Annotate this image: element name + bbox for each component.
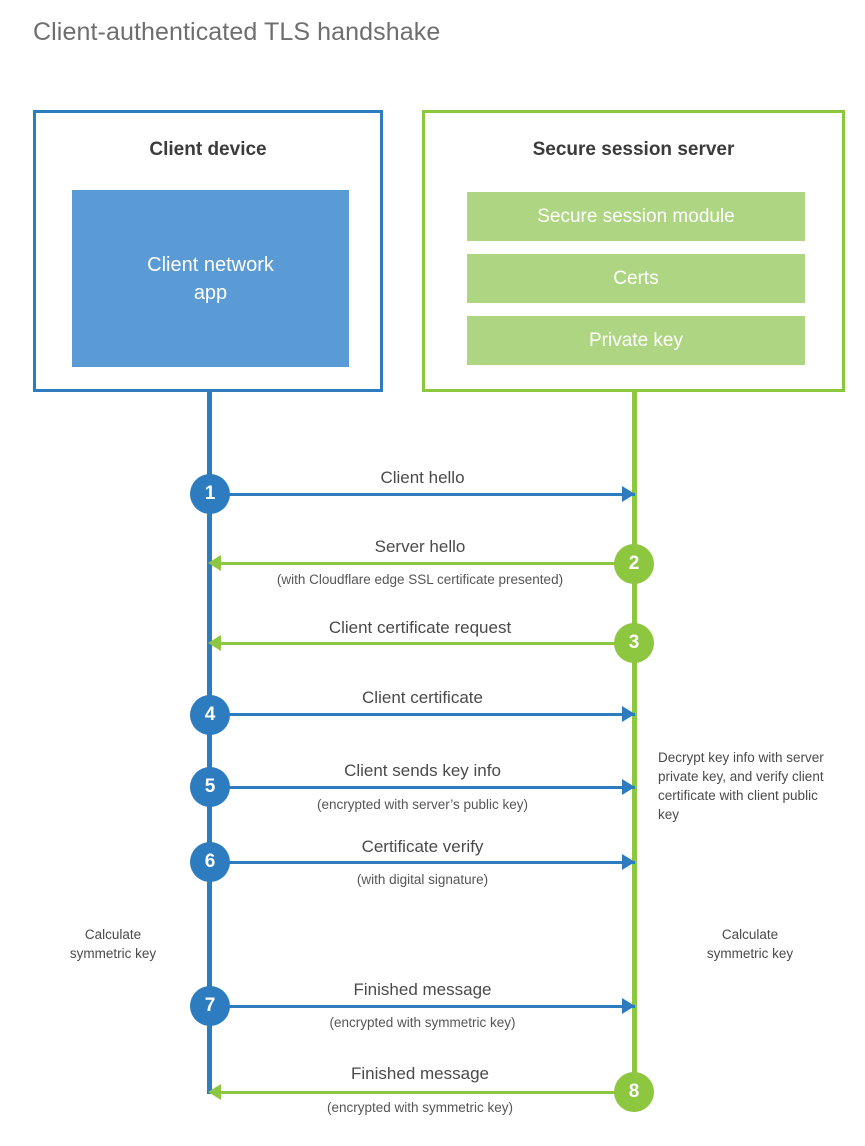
arrow-sublabel-step-5: (encrypted with server’s public key) [316, 797, 529, 812]
step-circle-6[interactable]: 6 [190, 842, 230, 882]
secure-session-server-box: Secure session server Secure session mod… [422, 110, 845, 392]
arrow-label-step-8: Finished message [351, 1064, 489, 1083]
arrow-line-step-3 [215, 642, 635, 645]
page-title: Client-authenticated TLS handshake [33, 18, 441, 46]
secure-session-server-title: Secure session server [532, 139, 735, 160]
arrow-label-step-4: Client certificate [362, 688, 483, 707]
arrow-head-step-4 [622, 706, 635, 722]
step-circle-7[interactable]: 7 [190, 986, 230, 1026]
arrow-line-step-4 [210, 713, 635, 716]
arrow-label-step-1: Client hello [380, 468, 465, 487]
step-circle-2[interactable]: 2 [614, 544, 654, 584]
server-lifeline [632, 392, 637, 1094]
arrow-sublabel-step-6: (with digital signature) [356, 872, 489, 887]
arrow-sublabel-step-7: (encrypted with symmetric key) [329, 1015, 516, 1030]
arrow-head-step-6 [622, 854, 635, 870]
step-circle-1[interactable]: 1 [190, 474, 230, 514]
arrow-line-step-1 [210, 493, 635, 496]
arrow-head-step-3 [208, 635, 221, 651]
step-circle-8[interactable]: 8 [614, 1072, 654, 1112]
client-device-title: Client device [149, 139, 267, 160]
arrow-line-step-5 [210, 786, 635, 789]
client-lifeline [207, 392, 212, 1094]
step-circle-4[interactable]: 4 [190, 695, 230, 735]
server-component-private-key: Private key [467, 316, 805, 365]
server-calculate-symmetric-key-note: Calculate symmetric key [706, 927, 794, 961]
server-component-secure-session-module: Secure session module [467, 192, 805, 241]
arrow-head-step-7 [622, 998, 635, 1014]
arrow-label-step-7: Finished message [353, 980, 492, 999]
arrow-line-step-8 [215, 1091, 635, 1094]
arrow-head-step-5 [622, 779, 635, 795]
arrow-sublabel-step-2: (with Cloudflare edge SSL certificate pr… [276, 572, 564, 587]
arrow-line-step-7 [210, 1005, 635, 1008]
server-decrypt-note: Decrypt key info with server private key… [658, 750, 824, 822]
arrow-label-step-2: Server hello [374, 537, 466, 556]
step-circle-3[interactable]: 3 [614, 623, 654, 663]
client-calculate-symmetric-key-note: Calculate symmetric key [69, 927, 157, 961]
arrow-head-step-8 [208, 1084, 221, 1100]
client-network-app-label: Client network app [147, 253, 274, 304]
client-device-box: Client device Client network app [33, 110, 383, 392]
arrow-line-step-2 [215, 562, 635, 565]
arrow-label-step-3: Client certificate request [328, 618, 512, 637]
arrow-sublabel-step-8: (encrypted with symmetric key) [326, 1100, 514, 1115]
server-component-certs: Certs [467, 254, 805, 303]
arrow-line-step-6 [210, 861, 635, 864]
arrow-label-step-6: Certificate verify [361, 837, 484, 856]
arrow-head-step-1 [622, 486, 635, 502]
arrow-head-step-2 [208, 555, 221, 571]
step-circle-5[interactable]: 5 [190, 767, 230, 807]
arrow-label-step-5: Client sends key info [344, 761, 501, 780]
client-network-app-block: Client network app [72, 190, 349, 367]
